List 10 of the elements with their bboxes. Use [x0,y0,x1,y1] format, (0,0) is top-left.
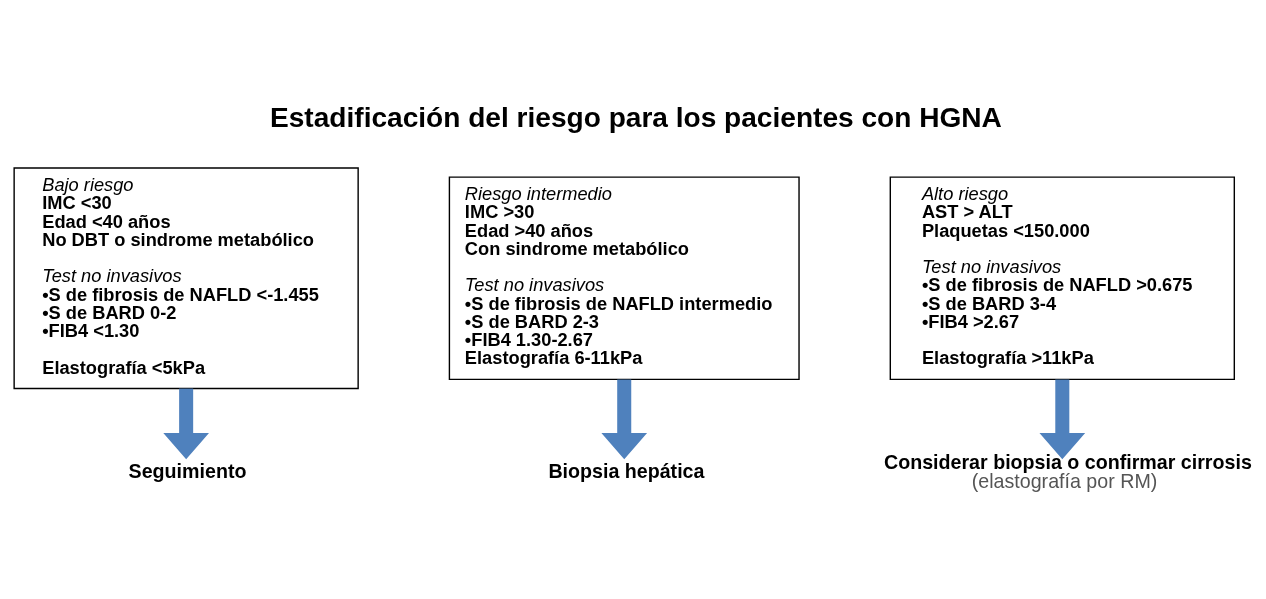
arrow [1039,379,1086,459]
node-text: Seguimiento [128,459,247,482]
node-box: Alto riesgo AST > ALT Plaquetas <150.000 Test no invasivos •S de fibrosis de NAFLD >0.675 •S de BARD 3-4 •FIB4 >2.67 Elastografía >11kPa [889,175,1235,380]
node-box: Riesgo intermedio IMC >30 Edad >40 años Con sindrome metabólico Test no invasivos •S de fibrosis de NAFLD intermedio •S de BARD 2-3 •FIB4 1.30-2.67 Elastografía 6-11kPa [448,175,800,380]
arrow [163,388,209,459]
node-box: Bajo riesgo IMC <30 Edad <40 años No DBT o sindrome metabólico Test no invasivos •S de fibrosis de NAFLD <-1.455 •S de BARD 0-2 •FIB4 <1.30 Elastografía <5kPa [13,166,359,389]
node-text: Biopsia hepática [548,459,705,482]
arrow [601,379,648,459]
node-text: Considerar biopsia o confirmar cirrosis (elastografía por RM) [883,450,1252,492]
diagram-title: Estadificación del riesgo para los pacientes con HGNA [270,101,1002,133]
